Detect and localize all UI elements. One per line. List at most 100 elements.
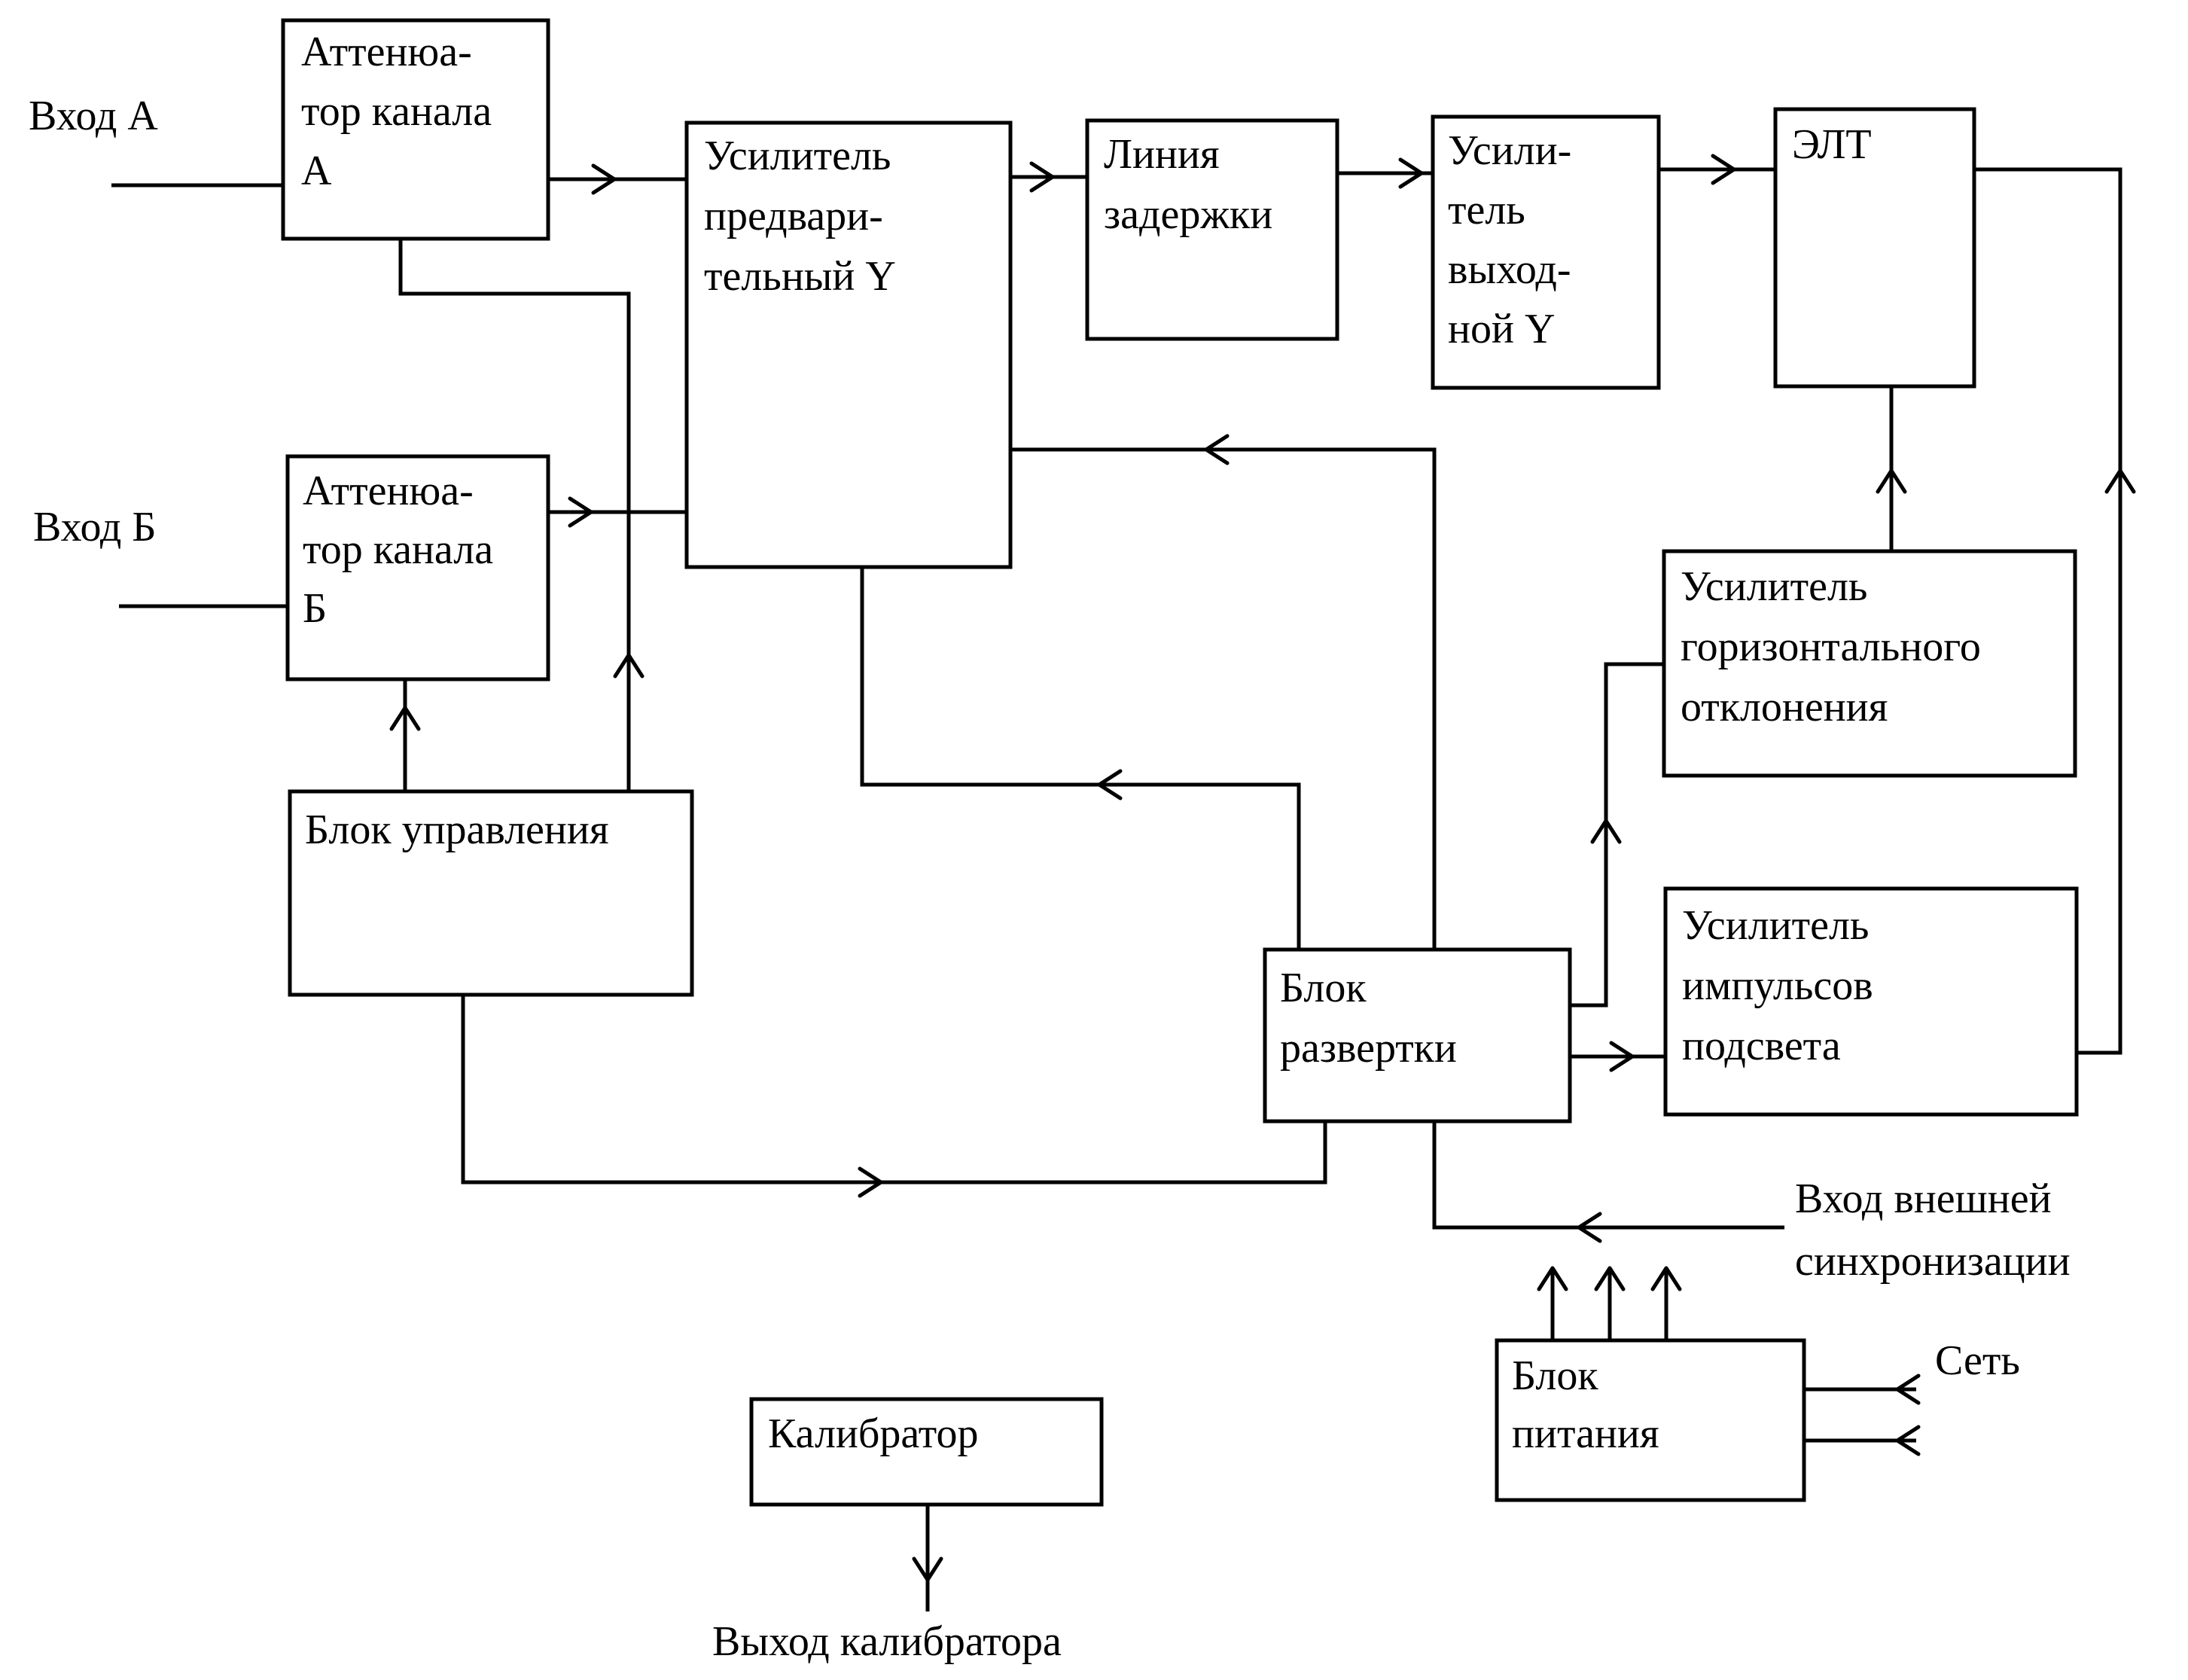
block-sweep-unit: Блок развертки <box>1263 947 1572 1124</box>
arrow-control-to-att-b <box>389 706 421 731</box>
delay-line-2: задержки <box>1104 191 1272 238</box>
block-output-amplifier-y: Усили- тель выход- ной Y <box>1431 114 1661 390</box>
svg-text:выход-: выход- <box>1448 246 1571 293</box>
arrow-outamp-to-crt <box>1711 154 1736 185</box>
attenuator-a-line-1: Аттенюа- <box>301 29 472 75</box>
preamp-line-2: предвари- <box>704 193 883 239</box>
attenuator-a-line-2: тор канала <box>301 88 492 135</box>
arrow-sweep-to-hamp <box>1590 819 1622 844</box>
svg-text:импульсов: импульсов <box>1682 962 1873 1009</box>
block-attenuator-b: Аттенюа- тор канала Б <box>285 454 550 681</box>
block-calibrator: Калибратор <box>749 1397 1104 1507</box>
preamp-line-1: Усилитель <box>704 133 891 179</box>
arrow-calibrator-output <box>912 1557 943 1582</box>
arrow-preamp-sweep-loop <box>1097 769 1123 800</box>
power-line-2: питания <box>1512 1410 1659 1457</box>
block-control-unit: Блок управления <box>288 789 694 997</box>
arrow-att-b-to-preamp <box>568 496 593 528</box>
wire-sweep-to-hamp <box>1570 662 1664 1008</box>
input-b-label: Вход Б <box>33 504 157 550</box>
arrow-sweep-to-unblank <box>1609 1041 1635 1072</box>
svg-text:тельный Y: тельный Y <box>704 253 896 300</box>
svg-text:тор канала: тор канала <box>301 88 492 135</box>
arrow-ext-sync <box>1577 1212 1602 1243</box>
unblank-line-2: импульсов <box>1682 962 1873 1009</box>
unblank-line-1: Усилитель <box>1682 902 1869 949</box>
svg-text:горизонтального: горизонтального <box>1681 624 1981 670</box>
block-crt: ЭЛТ <box>1773 107 1976 389</box>
connections <box>111 167 2122 1611</box>
svg-text:Усилитель: Усилитель <box>1681 563 1867 610</box>
svg-text:тор канала: тор канала <box>303 526 493 573</box>
svg-text:тель: тель <box>1448 187 1525 233</box>
arrow-mains-2 <box>1895 1425 1921 1456</box>
arrow-control-to-sweep <box>858 1166 883 1198</box>
svg-text:Б: Б <box>303 585 327 632</box>
svg-text:задержки: задержки <box>1104 191 1272 238</box>
hamp-line-2: горизонтального <box>1681 624 1981 670</box>
arrow-mains-1 <box>1895 1374 1921 1405</box>
arrow-att-a-to-preamp <box>591 163 617 195</box>
crt-label: ЭЛТ <box>1792 121 1872 168</box>
svg-text:ЭЛТ: ЭЛТ <box>1792 121 1872 168</box>
outamp-line-4: ной Y <box>1448 306 1555 352</box>
attenuator-b-line-1: Аттенюа- <box>303 468 474 514</box>
calibrator-label: Калибратор <box>768 1410 979 1457</box>
block-horizontal-amplifier: Усилитель горизонтального отклонения <box>1662 549 2077 778</box>
svg-text:Калибратор: Калибратор <box>768 1410 979 1457</box>
unblank-line-3: подсвета <box>1682 1023 1841 1069</box>
svg-text:Усилитель: Усилитель <box>1682 902 1869 949</box>
arrow-sweep-to-preamp <box>1204 434 1230 465</box>
block-power-supply: Блок питания <box>1495 1338 1806 1502</box>
arrow-preamp-to-delay <box>1029 161 1055 193</box>
arrow-power-out-1 <box>1537 1266 1568 1291</box>
svg-text:А: А <box>301 148 332 194</box>
arrow-power-out-3 <box>1650 1266 1682 1291</box>
wire-control-to-sweep <box>461 995 1327 1185</box>
delay-line-1: Линия <box>1104 131 1220 178</box>
input-a-label: Вход А <box>29 93 158 139</box>
svg-text:Блок: Блок <box>1512 1352 1598 1399</box>
svg-text:питания: питания <box>1512 1410 1659 1457</box>
hamp-line-1: Усилитель <box>1681 563 1867 610</box>
attenuator-b-line-3: Б <box>303 585 327 632</box>
svg-text:Усилитель: Усилитель <box>704 133 891 179</box>
wire-unblank-to-crt <box>1974 167 2122 1055</box>
hamp-line-3: отклонения <box>1681 684 1888 730</box>
svg-text:Блок управления: Блок управления <box>305 806 609 853</box>
wire-ext-sync <box>1432 1121 1784 1230</box>
arrow-delay-to-outamp <box>1398 157 1424 189</box>
arrow-hamp-to-crt <box>1876 468 1907 494</box>
arrowheads <box>389 154 2136 1582</box>
sweep-line-2: развертки <box>1280 1025 1457 1072</box>
ext-sync-label-line-1: Вход внешней <box>1795 1175 2052 1222</box>
block-attenuator-a: Аттенюа- тор канала А <box>281 18 550 241</box>
svg-text:предвари-: предвари- <box>704 193 883 239</box>
svg-text:Аттенюа-: Аттенюа- <box>301 29 472 75</box>
svg-text:Блок: Блок <box>1280 965 1367 1011</box>
wire-sweep-to-preamp <box>1010 447 1437 950</box>
mains-label: Сеть <box>1935 1337 2020 1384</box>
svg-text:Аттенюа-: Аттенюа- <box>303 468 474 514</box>
power-line-1: Блок <box>1512 1352 1598 1399</box>
block-delay-line: Линия задержки <box>1085 118 1339 341</box>
sweep-line-1: Блок <box>1280 965 1367 1011</box>
block-preamplifier-y: Усилитель предвари- тельный Y <box>684 120 1013 569</box>
arrow-unblank-to-crt <box>2104 468 2136 494</box>
outamp-line-3: выход- <box>1448 246 1571 293</box>
wire-att-a-control <box>398 239 631 791</box>
wire-preamp-sweep-loop <box>860 567 1301 950</box>
attenuator-b-line-2: тор канала <box>303 526 493 573</box>
arrow-power-out-2 <box>1594 1266 1626 1291</box>
svg-text:развертки: развертки <box>1280 1025 1457 1072</box>
preamp-line-3: тельный Y <box>704 253 896 300</box>
outamp-line-1: Усили- <box>1448 127 1571 174</box>
arrow-control-vertical <box>613 653 645 678</box>
svg-text:Линия: Линия <box>1104 131 1220 178</box>
svg-text:Усили-: Усили- <box>1448 127 1571 174</box>
calibrator-output-label: Выход калибратора <box>712 1618 1062 1665</box>
svg-text:ной Y: ной Y <box>1448 306 1555 352</box>
ext-sync-label-line-2: синхронизации <box>1795 1238 2071 1285</box>
attenuator-a-line-3: А <box>301 148 332 194</box>
